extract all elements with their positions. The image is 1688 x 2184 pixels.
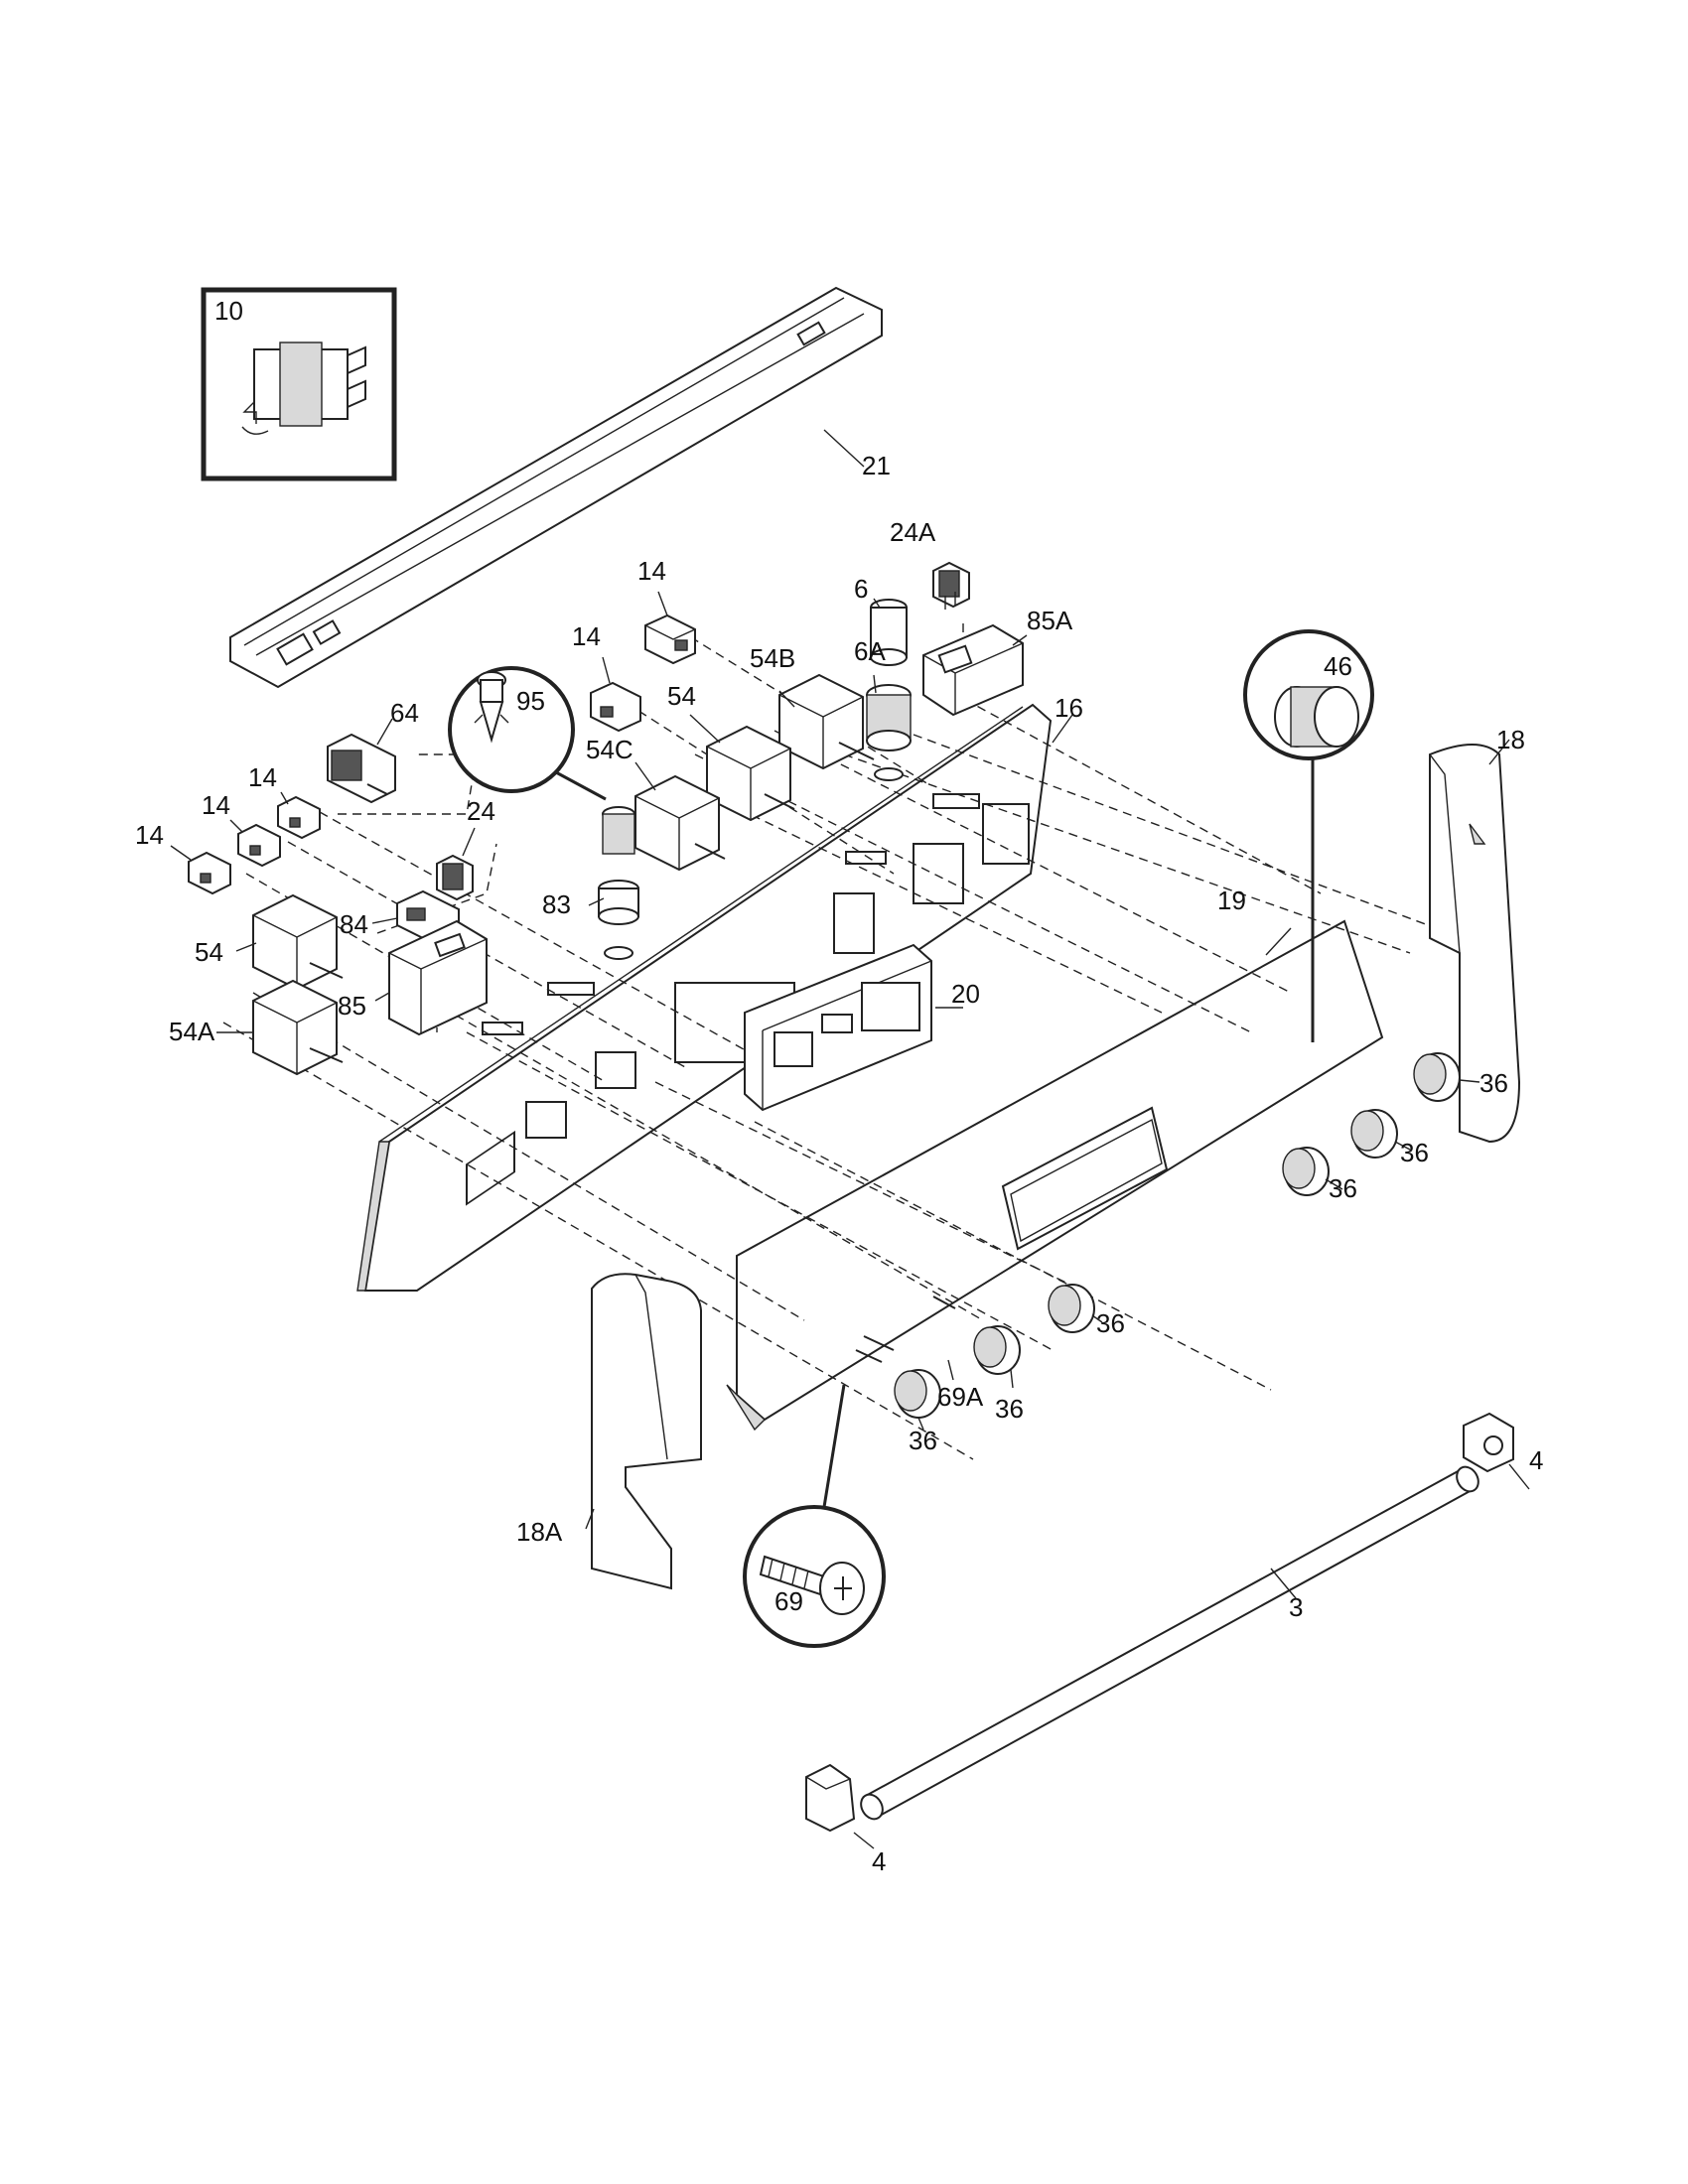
label-24A: 24A	[890, 517, 936, 547]
knob-36-e	[973, 1325, 1021, 1375]
rod-3	[860, 1465, 1479, 1821]
end-cap-4-bottom	[805, 1763, 875, 1849]
label-14-top: 14	[637, 556, 666, 586]
transformer-icon	[241, 341, 366, 435]
label-85: 85	[338, 991, 366, 1021]
part-labels: 10 21 24A 14 6 85A 14 54B 6A 95 54 46 16…	[135, 296, 1543, 1876]
switch-14-c	[277, 795, 321, 840]
label-4-bottom: 4	[872, 1846, 886, 1876]
label-21: 21	[862, 451, 891, 480]
knob-36-d	[1048, 1284, 1095, 1333]
control-back-panel-16	[356, 703, 1073, 1292]
switch-14-b	[590, 681, 641, 733]
socket-6A	[866, 684, 912, 781]
label-46: 46	[1324, 651, 1352, 681]
label-54: 54	[667, 681, 696, 711]
knob-36-f	[894, 1369, 941, 1419]
label-36-d: 36	[1096, 1308, 1125, 1338]
label-16: 16	[1055, 693, 1083, 723]
label-36-f: 36	[909, 1426, 937, 1455]
switch-54A	[252, 979, 344, 1076]
socket-83	[598, 806, 639, 960]
bracket-85A	[922, 623, 1024, 717]
alignment-lines	[222, 620, 1451, 1460]
bracket-85	[388, 919, 488, 1036]
detail-circle-46	[1243, 629, 1374, 1042]
knob-36-c	[1282, 1147, 1330, 1196]
knob-36-b	[1350, 1109, 1398, 1159]
label-69: 69	[774, 1586, 803, 1616]
label-18: 18	[1496, 725, 1525, 754]
label-36-c: 36	[1329, 1173, 1357, 1203]
end-cap-18	[1429, 739, 1521, 1144]
label-4-right: 4	[1529, 1445, 1543, 1475]
label-19: 19	[1217, 886, 1246, 915]
label-95: 95	[516, 686, 545, 716]
label-14-b: 14	[572, 621, 601, 651]
label-20: 20	[951, 979, 980, 1009]
label-36-b: 36	[1400, 1138, 1429, 1167]
switch-54-center	[706, 725, 795, 822]
label-54B: 54B	[750, 643, 795, 673]
switch-24A	[932, 561, 970, 610]
label-6A: 6A	[854, 636, 886, 666]
detail-circle-69	[743, 1384, 886, 1648]
knob-36-a	[1413, 1052, 1461, 1102]
label-14-c: 14	[248, 762, 277, 792]
label-6: 6	[854, 574, 868, 604]
switch-54C	[634, 774, 726, 872]
label-18A: 18A	[516, 1517, 563, 1547]
label-36-e: 36	[995, 1394, 1024, 1424]
end-cap-18A	[585, 1273, 702, 1590]
label-14-e: 14	[135, 820, 164, 850]
switch-14-d	[237, 823, 281, 868]
top-trim-21	[229, 286, 883, 689]
switch-54-left	[252, 893, 344, 991]
electronic-control-20	[744, 943, 963, 1112]
label-3: 3	[1289, 1592, 1303, 1622]
label-24: 24	[467, 796, 495, 826]
label-84: 84	[340, 909, 368, 939]
screws-69A	[855, 1296, 956, 1381]
label-10: 10	[214, 296, 243, 326]
inset-transformer-box	[201, 287, 397, 481]
end-cap-4-right	[1463, 1412, 1530, 1490]
label-54A: 54A	[169, 1017, 215, 1046]
screw-69-icon	[759, 1555, 865, 1615]
switch-24	[436, 854, 474, 901]
label-64: 64	[390, 698, 419, 728]
label-69A: 69A	[937, 1382, 984, 1412]
label-54C: 54C	[586, 735, 633, 764]
clip-95-icon	[474, 671, 509, 744]
front-control-panel-19	[726, 919, 1384, 1432]
detail-circle-95	[448, 666, 607, 801]
label-83: 83	[542, 889, 571, 919]
label-85A: 85A	[1027, 606, 1073, 635]
label-36-a: 36	[1479, 1068, 1508, 1098]
switch-14-e	[188, 851, 231, 895]
label-leaders	[170, 591, 1480, 1431]
light-bulb-6	[870, 599, 908, 666]
switch-54B	[778, 673, 875, 770]
label-14-d: 14	[202, 790, 230, 820]
knob-insert-46-icon	[1274, 686, 1359, 748]
label-54-left: 54	[195, 937, 223, 967]
switch-14-top	[644, 614, 696, 665]
switch-64	[327, 733, 396, 804]
